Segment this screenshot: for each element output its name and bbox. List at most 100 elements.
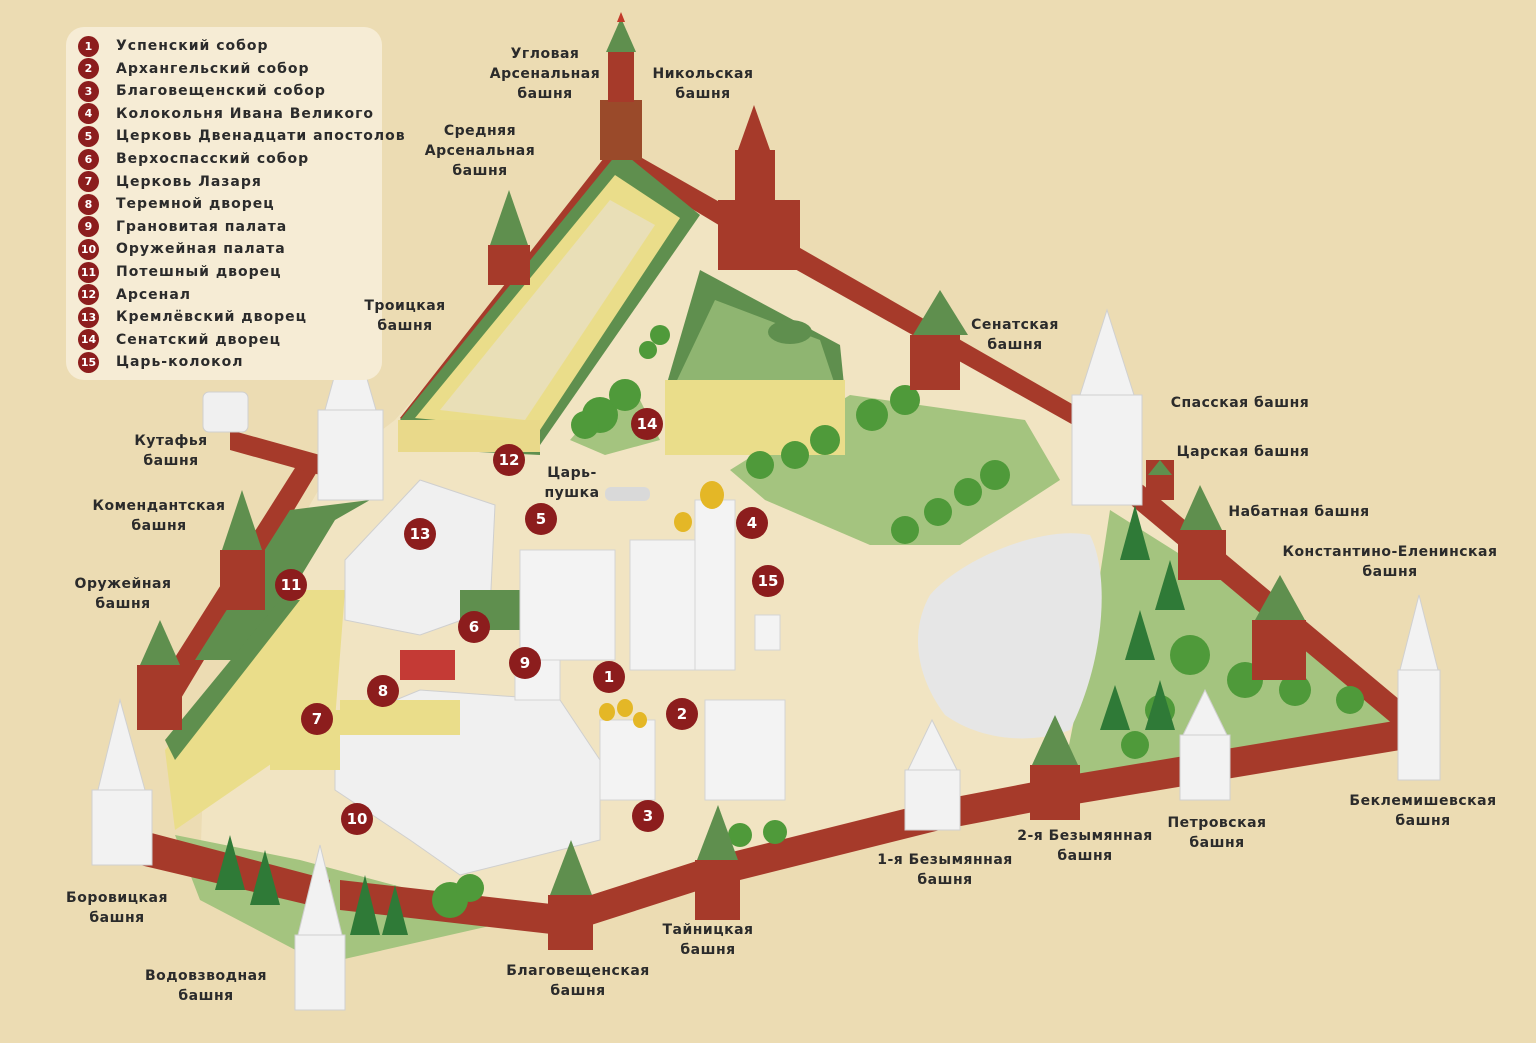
legend-number-badge: 11 xyxy=(78,261,99,283)
ivanovskaya-square xyxy=(918,533,1102,739)
bezymyannaya2-tower xyxy=(1030,715,1080,820)
vodovzvodnaya-tower xyxy=(294,844,346,1011)
bezymyannaya1-tower xyxy=(904,718,961,831)
legend-label: Оружейная палата xyxy=(116,241,286,258)
konstantino-tower xyxy=(1252,575,1306,680)
uglovaya-label: Угловая Арсенальная башня xyxy=(489,46,601,102)
legend-item: 1 Успенский собор xyxy=(78,35,269,57)
srednyaya-label: Средняя Арсенальная башня xyxy=(424,123,536,179)
legend-number-badge: 7 xyxy=(78,171,99,193)
uglovaya-tower xyxy=(600,12,642,160)
legend-label: Арсенал xyxy=(116,286,192,303)
red-towers xyxy=(137,12,1306,950)
legend-label: Теремной дворец xyxy=(116,196,275,213)
legend-panel: 1 Успенский собор 2 Архангельский собор 3 Бла… xyxy=(66,27,405,380)
senatskaya-tower xyxy=(910,290,968,390)
marker-5[interactable]: 5 xyxy=(525,503,557,535)
legend-label: Потешный дворец xyxy=(116,264,282,280)
taynitskaya-tower xyxy=(695,805,740,920)
tsar-cannon xyxy=(605,487,650,501)
legend-label: Благовещенский собор xyxy=(116,83,326,100)
komendantskaya-label: Комендантская башня xyxy=(92,498,226,534)
legend-number-badge: 5 xyxy=(78,125,99,147)
legend-item: 11 Потешный дворец xyxy=(78,261,282,283)
legend-number-badge: 14 xyxy=(78,329,99,351)
legend-number-badge: 9 xyxy=(78,216,99,238)
marker-14[interactable]: 14 xyxy=(631,408,663,440)
marker-1[interactable]: 1 xyxy=(593,661,625,693)
marker-15[interactable]: 15 xyxy=(752,565,784,597)
marker-3[interactable]: 3 xyxy=(632,800,664,832)
tsarskaya-label: Царская башня xyxy=(1176,444,1310,460)
taynitskaya-label: Тайницкая башня xyxy=(662,922,754,958)
legend-number-badge: 15 xyxy=(78,351,99,373)
legend-label: Успенский собор xyxy=(116,38,269,54)
spasskaya-label: Спасская башня xyxy=(1170,395,1310,411)
kutafya-tower-shape xyxy=(202,391,249,433)
legend-number-badge: 1 xyxy=(78,35,99,57)
legend-label: Колокольня Ивана Великого xyxy=(116,105,374,122)
troitskaya-label: Троицкая башня xyxy=(364,298,446,334)
marker-11[interactable]: 11 xyxy=(275,569,307,601)
legend-label: Царь-колокол xyxy=(116,354,244,371)
nikolskaya-label: Никольская башня xyxy=(652,66,754,102)
vodovzvodnaya-label: Водовзводная башня xyxy=(144,968,268,1004)
blagoveshchenskaya-label: Благовещенская башня xyxy=(506,963,650,999)
marker-13[interactable]: 13 xyxy=(404,518,436,550)
marker-2[interactable]: 2 xyxy=(666,698,698,730)
blagoveshchenskaya-tower xyxy=(548,840,593,950)
marker-6[interactable]: 6 xyxy=(458,611,490,643)
konstantino-label: Константино-Еленинская башня xyxy=(1282,544,1498,580)
legend-number-badge: 10 xyxy=(78,238,99,260)
troitskaya-tower xyxy=(317,318,384,501)
legend-number-badge: 3 xyxy=(78,80,99,102)
legend-item: 3 Благовещенский собор xyxy=(78,80,326,102)
legend-item: 2 Архангельский собор xyxy=(78,58,310,80)
oruzheynaya-tower xyxy=(137,620,182,730)
legend-number-badge: 6 xyxy=(78,148,99,170)
cathedrals xyxy=(514,499,786,801)
legend-label: Церковь Лазаря xyxy=(116,173,262,190)
golden-domes xyxy=(599,481,724,728)
marker-10[interactable]: 10 xyxy=(341,803,373,835)
komendantskaya-tower xyxy=(220,490,265,610)
legend-label: Архангельский собор xyxy=(116,60,310,77)
tsarskaya-tower xyxy=(1146,460,1174,500)
legend-item: 7 Церковь Лазаря xyxy=(78,171,262,193)
marker-7[interactable]: 7 xyxy=(301,703,333,735)
arsenal-building xyxy=(398,150,700,455)
legend-item: 5 Церковь Двенадцати апостолов xyxy=(78,125,406,147)
bezymyannaya1-label: 1-я Безымянная башня xyxy=(877,852,1013,888)
kutafya-label: Кутафья башня xyxy=(134,433,208,469)
srednyaya-tower xyxy=(488,190,530,285)
marker-12[interactable]: 12 xyxy=(493,444,525,476)
legend-item: 10 Оружейная палата xyxy=(78,238,286,260)
marker-9[interactable]: 9 xyxy=(509,647,541,679)
nabatnaya-tower xyxy=(1178,485,1226,580)
borovitskaya-label: Боровицкая башня xyxy=(66,890,168,926)
spasskaya-tower xyxy=(1071,308,1143,506)
beklemishevskaya-label: Беклемишевская башня xyxy=(1349,793,1497,829)
legend-label: Церковь Двенадцати апостолов xyxy=(116,128,406,145)
marker-4[interactable]: 4 xyxy=(736,507,768,539)
legend-number-badge: 2 xyxy=(78,58,99,80)
white-towers xyxy=(91,308,1441,1011)
senatskaya-label: Сенатская башня xyxy=(971,317,1059,353)
nikolskaya-tower xyxy=(718,105,800,270)
legend-item: 15 Царь-колокол xyxy=(78,351,244,373)
legend-label: Сенатский дворец xyxy=(116,331,281,348)
marker-8[interactable]: 8 xyxy=(367,675,399,707)
borovitskaya-tower xyxy=(91,698,153,866)
petrovskaya-label: Петровская башня xyxy=(1167,815,1267,851)
legend-item: 4 Колокольня Ивана Великого xyxy=(78,103,374,125)
legend-number-badge: 4 xyxy=(78,103,99,125)
tainitsky-garden xyxy=(1060,510,1392,790)
nabatnaya-label: Набатная башня xyxy=(1228,504,1370,520)
petrovskaya-tower xyxy=(1179,688,1231,801)
legend-number-badge: 13 xyxy=(78,306,99,328)
